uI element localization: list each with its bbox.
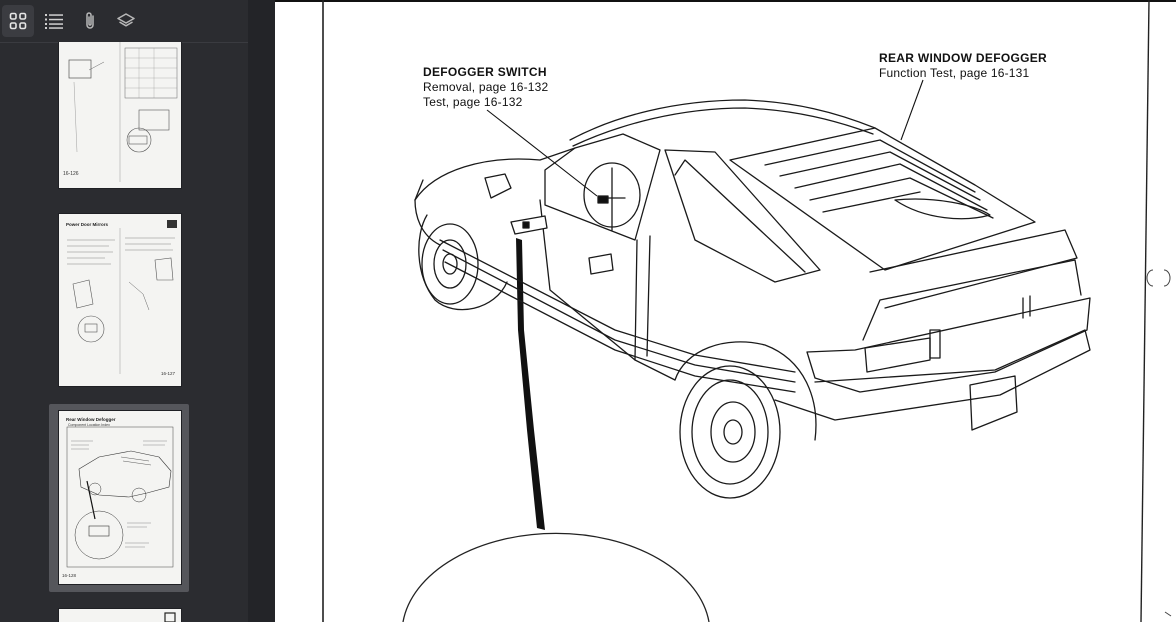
sidebar-toolbar: [0, 0, 248, 43]
defogger-switch-test: Test, page 16-132: [423, 95, 523, 109]
defogger-switch-removal: Removal, page 16-132: [423, 80, 549, 94]
thumbnail-sidebar: 16-126 Power Door Mirrors: [0, 0, 275, 622]
thumbnail-page-subtitle: Component Location Index: [68, 423, 110, 427]
document-viewer[interactable]: DEFOGGER SWITCH Removal, page 16-132 Tes…: [275, 0, 1176, 622]
rear-window-defogger-function-test: Function Test, page 16-131: [879, 66, 1030, 80]
thumbnail-page-label: 16-127: [160, 371, 175, 376]
layers-view-button[interactable]: [110, 5, 142, 37]
rear-window-defogger-title: REAR WINDOW DEFOGGER: [879, 51, 1047, 65]
list-icon: [45, 14, 63, 29]
thumbnail-page-label: 16-126: [63, 171, 79, 177]
page-thumbnail[interactable]: [59, 609, 181, 622]
thumbnail-page-label: 16-128: [62, 573, 77, 578]
thumbnail-list[interactable]: 16-126 Power Door Mirrors: [0, 42, 248, 622]
outline-view-button[interactable]: [38, 5, 70, 37]
attachments-view-button[interactable]: [74, 5, 106, 37]
page-illustration: DEFOGGER SWITCH Removal, page 16-132 Tes…: [275, 0, 1176, 622]
thumbnail-page-title: Rear Window Defogger: [66, 417, 116, 422]
paperclip-icon: [86, 12, 94, 29]
sidebar-scroll-gutter[interactable]: [248, 0, 275, 622]
page-thumbnail-selected[interactable]: Rear Window Defogger Component Location …: [59, 411, 181, 584]
layers-icon: [117, 13, 135, 27]
page-thumbnail[interactable]: Power Door Mirrors 16-127: [59, 214, 181, 386]
grid-icon: [9, 12, 27, 30]
thumbnails-view-button[interactable]: [2, 5, 34, 37]
thumbnail-page-title: Power Door Mirrors: [66, 222, 109, 227]
defogger-switch-title: DEFOGGER SWITCH: [423, 65, 547, 79]
page-thumbnail[interactable]: 16-126: [59, 42, 181, 188]
